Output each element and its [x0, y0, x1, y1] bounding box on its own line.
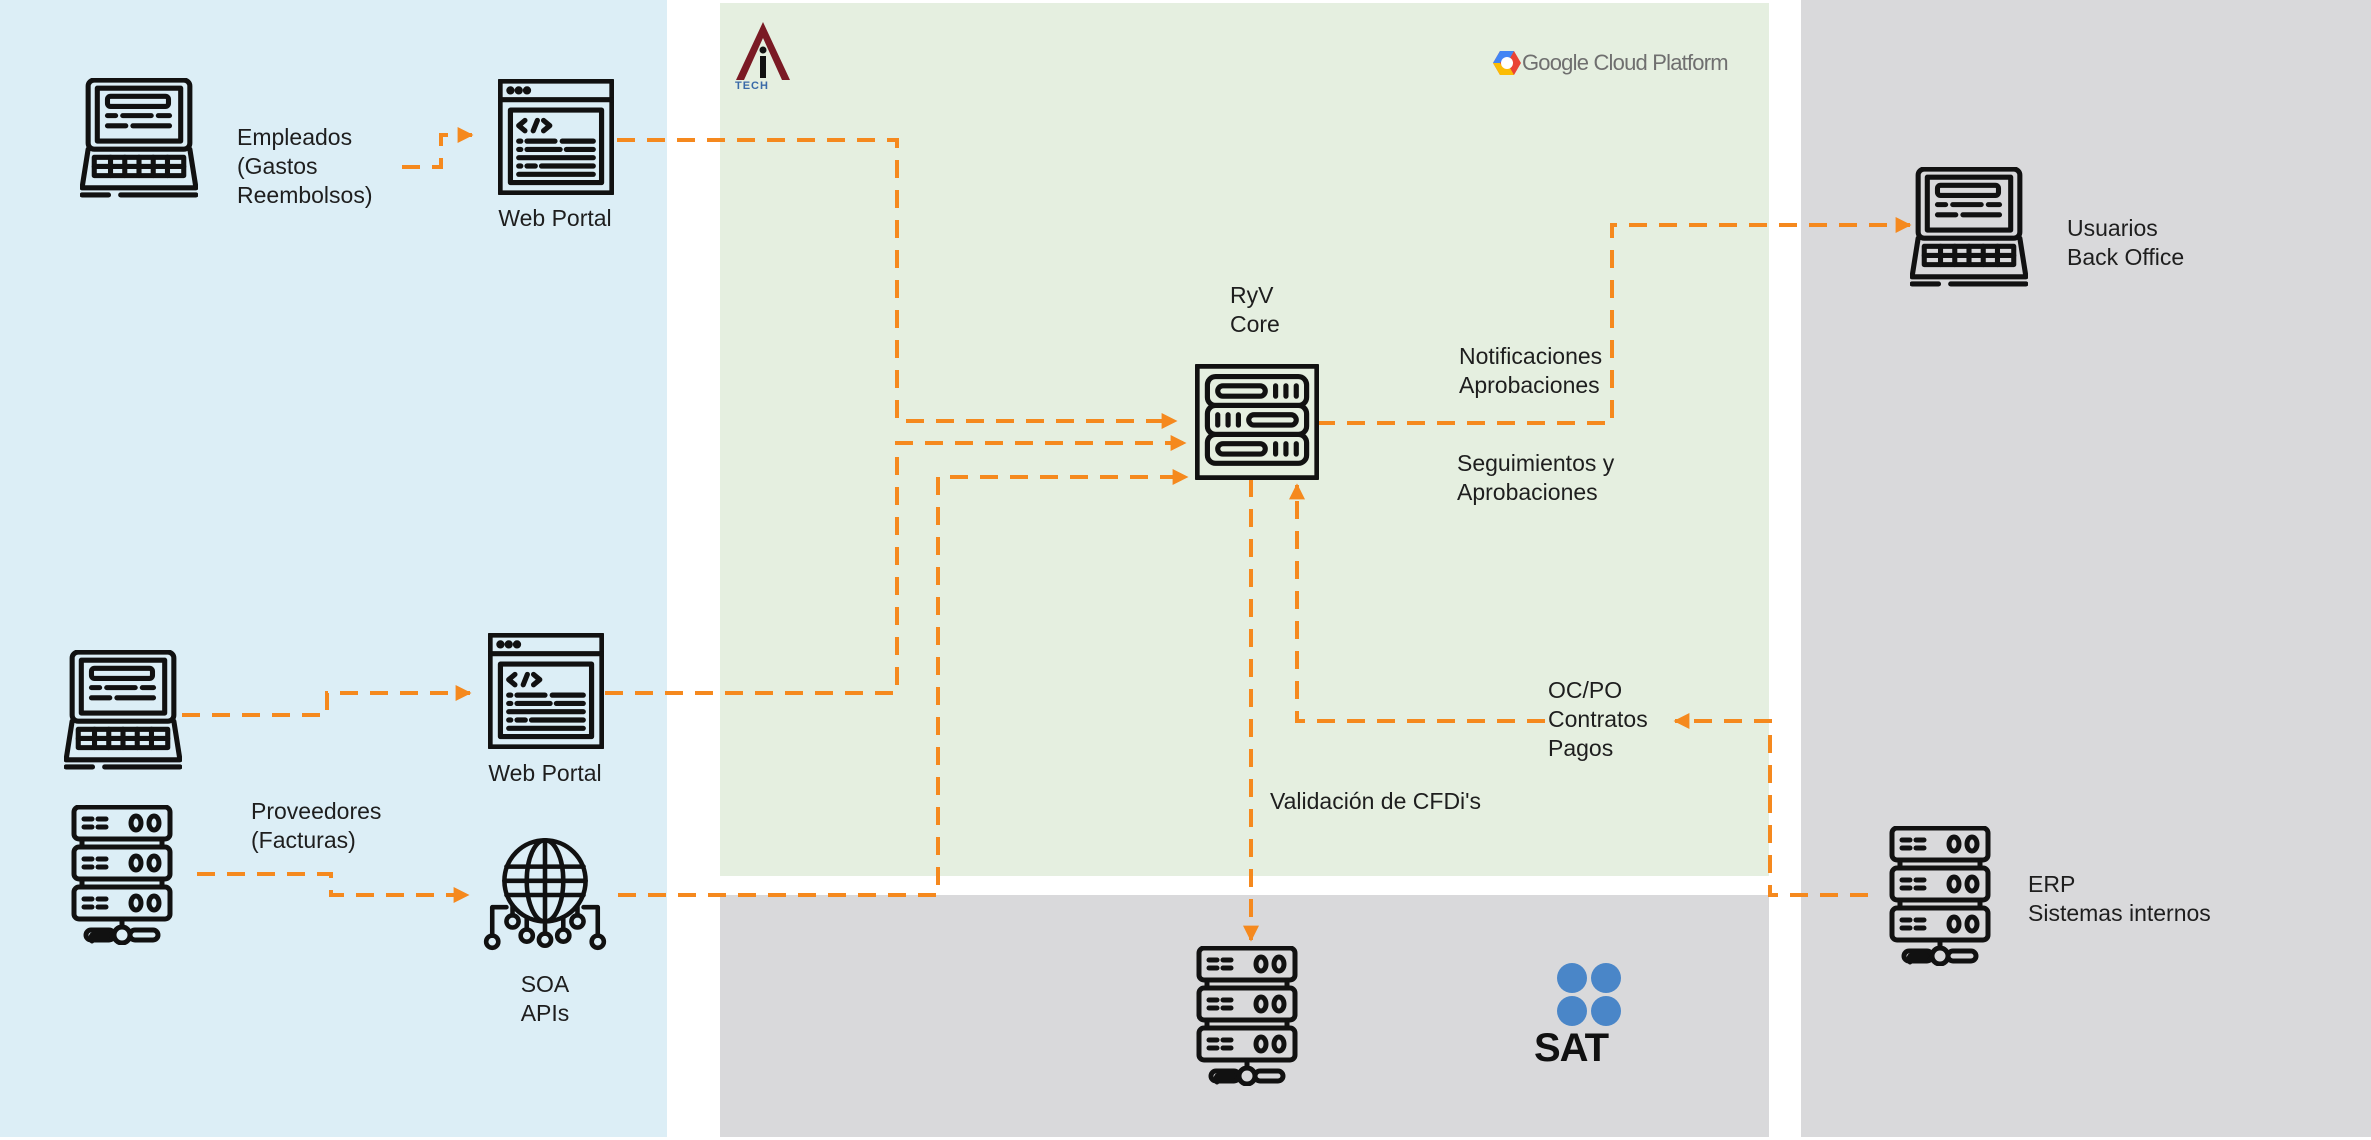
node-label-erp: ERP Sistemas internos	[2028, 871, 2211, 926]
gcp-logo-text: Google Cloud Platform	[1522, 50, 1729, 75]
sat-logo-text: SAT	[1534, 1026, 1609, 1070]
edge-soa-to-core	[618, 469, 1189, 897]
laptop-icon	[1910, 167, 2028, 287]
zone-internal-systems	[1801, 0, 2371, 1137]
edge-empleados-to-portal1	[402, 127, 474, 169]
globe-network-icon	[476, 836, 614, 952]
edge-label-cfdi: Validación de CFDi's	[1270, 788, 1482, 814]
web-code-window-icon	[498, 79, 614, 195]
node-label-back-office: Usuarios Back Office	[2067, 215, 2185, 270]
web-code-window-icon	[488, 633, 604, 749]
node-label-web-portal-1: Web Portal	[498, 205, 612, 231]
node-label-soa-apis: SOA APIs	[520, 971, 570, 1026]
aitech-logo	[736, 22, 790, 80]
aitech-logo-caption: TECH	[735, 80, 769, 92]
gcp-hexagon-icon	[1493, 51, 1521, 75]
edge-label-notificaciones: Notificaciones Aprobaciones	[1459, 343, 1603, 398]
node-label-web-portal-2: Web Portal	[488, 760, 602, 786]
node-label-empleados: Empleados (Gastos Reembolsos)	[237, 124, 373, 208]
sat-logo-dots	[1557, 963, 1621, 1026]
server-rack-icon	[70, 805, 174, 945]
edge-server-to-soa	[197, 872, 470, 903]
server-rack-icon	[1195, 946, 1299, 1086]
node-label-ryv-core: RyV Core	[1230, 282, 1280, 337]
server-box-icon	[1195, 364, 1319, 480]
zone-google-cloud	[720, 3, 1769, 876]
laptop-icon	[64, 650, 182, 770]
edge-label-ocpo: OC/PO Contratos Pagos	[1548, 677, 1648, 761]
laptop-icon	[80, 78, 198, 198]
edge-erp-to-ocpo	[1673, 713, 1868, 897]
edge-core-to-backoffice	[1317, 217, 1912, 425]
edge-portal1-to-core	[617, 138, 1178, 429]
edge-laptop2-to-portal2	[182, 685, 472, 717]
edge-label-seguimientos: Seguimientos y Aprobaciones	[1457, 450, 1615, 505]
server-rack-icon	[1888, 826, 1992, 966]
edge-ocpo-to-core	[1289, 483, 1545, 723]
edge-portal2-to-core	[605, 435, 1187, 695]
node-label-proveedores: Proveedores (Facturas)	[251, 798, 382, 853]
